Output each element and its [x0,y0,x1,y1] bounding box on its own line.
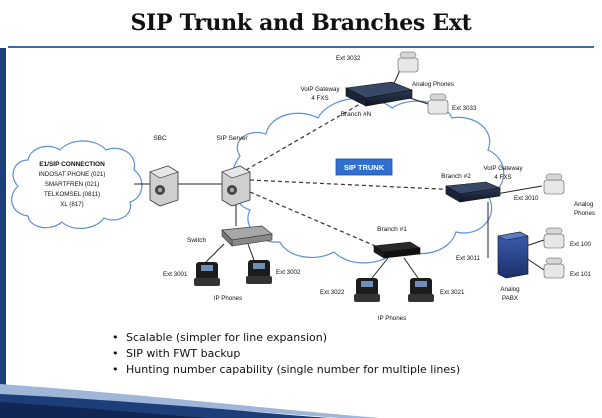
analog-phone-ext-101 [543,257,565,279]
ext-3001-label: Ext 3001 [163,271,188,278]
switch-label: Switch [187,237,207,244]
sip-trunk-box [335,158,393,176]
e1-sip-cloud [11,140,143,229]
bullet-item: • Hunting number capability (single numbe… [112,362,492,377]
ip-phone-3021 [408,278,434,302]
ext-3021-label: Ext 3021 [440,289,465,296]
link-gwN-3033 [409,97,429,105]
bullet-text: SIP with FWT backup [126,347,241,360]
link-pabx-ext100 [525,239,545,247]
sip-trunk-label: SIP TRUNK [344,163,385,172]
analog-phones-n-label: Analog Phones [412,81,454,88]
carrier-line: SMARTFREN (021) [45,181,100,188]
ext-3002-label: Ext 3002 [276,269,301,276]
sip-server-device [221,165,251,207]
bottom-swoosh [0,384,380,418]
analog-pabx-line1: Analog [500,286,520,293]
carrier-line: TELKOMSEL (0811) [44,191,100,198]
link-switch-3001 [205,243,225,263]
branch-n-label: Branch #N [341,111,372,118]
ip-phones-left-label: IP Phones [214,295,242,302]
analog-pabx-device [497,231,529,279]
sbc-device [149,165,179,207]
sip-server-label: SIP Server [216,135,248,142]
analog-pabx-line2: PABX [502,295,518,302]
carrier-line: XL (817) [60,201,84,208]
voip-gateway-n [344,81,414,107]
ip-phone-3002 [246,260,272,284]
ext-3032-label: Ext 3032 [336,55,361,62]
slide-title: SIP Trunk and Branches Ext [130,10,472,36]
link-branch1-3021 [403,257,419,279]
ext-100-label: Ext 100 [570,241,592,248]
voip-gateway-n-line2: 4 FXS [311,95,328,102]
bullet-dot: • [112,363,119,376]
ext-3011-label: Ext 3011 [456,255,481,262]
bullet-text: Scalable (simpler for line expansion) [126,331,328,344]
analog-phones-2-line2: Phones [574,210,595,217]
bullet-dot: • [112,347,119,360]
analog-phone-ext-100 [543,227,565,249]
switch-device [221,225,273,247]
bullet-text: Hunting number capability (single number… [126,363,461,376]
voip-gateway-2-line2: 4 FXS [494,174,511,181]
title-rule [8,46,594,48]
link-gw2-3010 [495,185,543,195]
link-pabx-ext101 [525,257,545,271]
link-branch1-3022 [371,257,389,279]
analog-phone-3032 [397,51,419,73]
voip-gateway-n-line1: VoIP Gateway [300,86,340,93]
analog-phones-2-line1: Analog [574,201,594,208]
ext-3022-label: Ext 3022 [320,289,345,296]
branch-2-label: Branch #2 [441,173,471,180]
bullet-dot: • [112,331,119,344]
ext-101-label: Ext 101 [570,271,592,278]
analog-phone-3033 [427,93,449,115]
voip-gateway-2-line1: VoIP Gateway [483,165,523,172]
bullet-list: • Scalable (simpler for line expansion) •… [112,330,492,378]
link-sipserver-branch1 [249,191,381,249]
bullet-item: • SIP with FWT backup [112,346,492,361]
ext-3010-label: Ext 3010 [514,195,539,202]
analog-phone-3010 [543,173,565,195]
carrier-line: INDOSAT PHONE (021) [39,171,106,178]
sbc-label: SBC [153,135,167,142]
e1-connection-heading: E1/SIP CONNECTION [39,161,105,168]
left-accent-bar [0,48,6,388]
link-sipserver-branch2 [249,179,461,191]
ip-phone-3001 [194,262,220,286]
bullet-item: • Scalable (simpler for line expansion) [112,330,492,345]
voip-gateway-2 [445,181,502,203]
network-diagram: SIP TRUNK E1/SIP CONNECTION INDOSAT PHON… [11,51,595,322]
link-switch-3002 [247,243,255,261]
ip-phones-bottom-label: IP Phones [378,315,406,322]
branch-1-label: Branch #1 [377,226,407,233]
ip-phone-3022 [354,278,380,302]
branch-1-switch [373,241,421,259]
ext-3033-label: Ext 3033 [452,105,477,112]
link-sipserver-branchN [245,103,361,171]
